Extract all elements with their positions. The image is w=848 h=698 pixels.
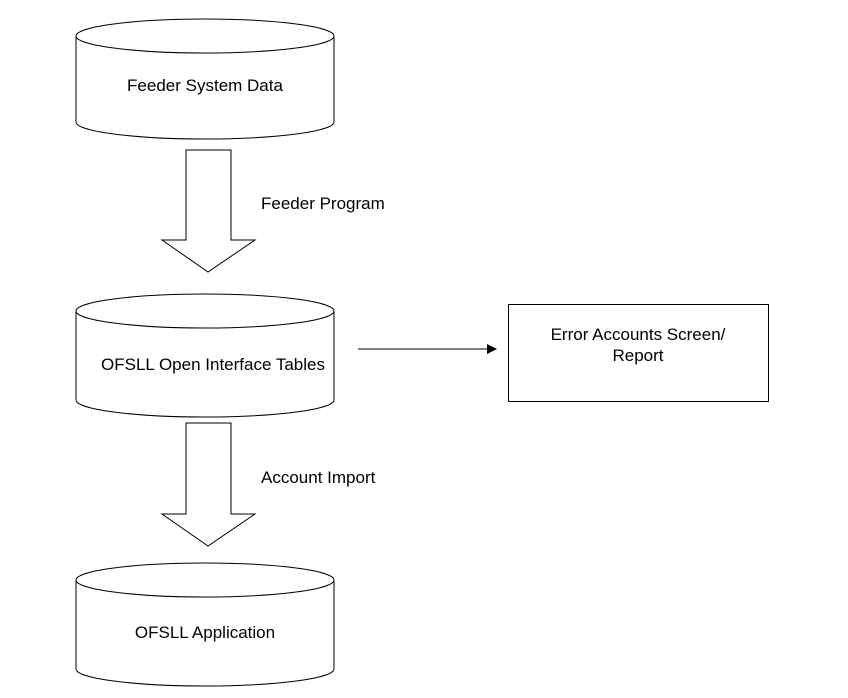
error-box-border <box>508 304 769 402</box>
flow-label-feeder-program: Feeder Program <box>261 194 385 213</box>
error-box-line2: Report <box>612 346 663 365</box>
cylinder-body <box>75 580 335 687</box>
flow-arrow-feeder-program <box>160 149 257 273</box>
flow-arrow-account-import <box>160 422 257 547</box>
database-label: OFSLL Application <box>135 623 275 642</box>
database-open-interface-tables: OFSLL Open Interface Tables <box>75 293 335 418</box>
database-feeder-system-data: Feeder System Data <box>75 18 335 140</box>
cylinder-top <box>75 293 335 329</box>
database-ofsll-application: OFSLL Application <box>75 562 335 687</box>
database-label: OFSLL Open Interface Tables <box>101 355 325 374</box>
database-label: Feeder System Data <box>127 76 283 95</box>
error-accounts-box: Error Accounts Screen/ Report <box>508 304 769 402</box>
error-box-line1: Error Accounts Screen/ <box>551 325 726 344</box>
cylinder-top <box>75 562 335 598</box>
cylinder-body <box>75 36 335 140</box>
flow-label-account-import: Account Import <box>261 468 376 487</box>
cylinder-top <box>75 18 335 54</box>
cylinder-body <box>75 311 335 418</box>
